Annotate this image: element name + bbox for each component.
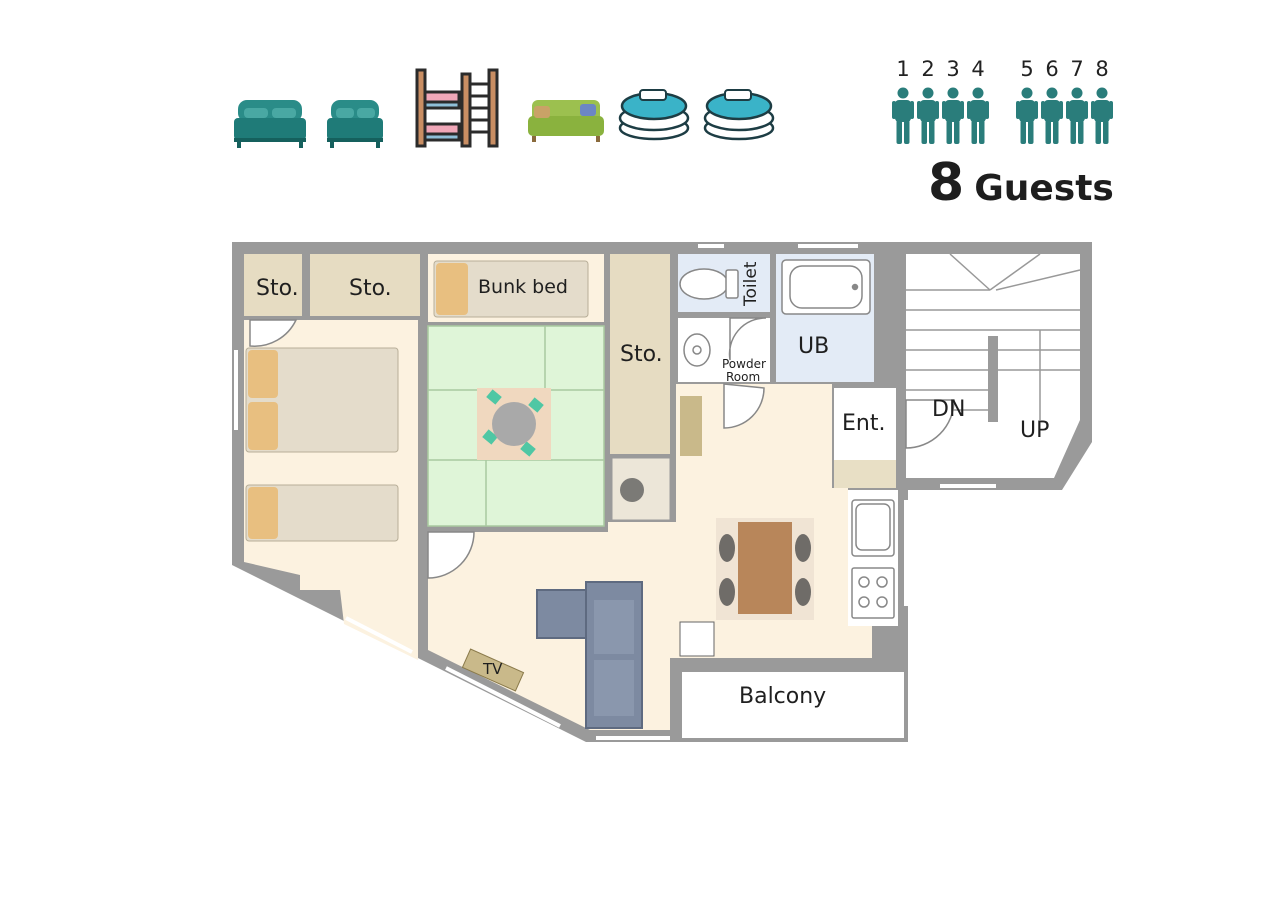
- guest-count: 8: [928, 153, 965, 213]
- guest-number: 1: [896, 57, 910, 81]
- storage-label: Sto.: [620, 342, 663, 367]
- amenities-icons: [234, 68, 775, 148]
- person-icon: [917, 87, 939, 144]
- toilet-fixture: [679, 268, 739, 300]
- stairs-up-label: UP: [1020, 418, 1050, 443]
- stairs-down-label: DN: [932, 397, 966, 422]
- guest-number: 2: [921, 57, 935, 81]
- bathtub: [781, 259, 871, 315]
- guest-number: 6: [1045, 57, 1059, 81]
- single-bed: [245, 484, 399, 542]
- dining-table-set: [716, 518, 814, 620]
- bunk-bed: [433, 260, 589, 318]
- chair: [620, 478, 644, 502]
- tv-label: TV: [483, 660, 503, 678]
- double-bed-icon: [327, 100, 383, 148]
- storage-3-floor: [610, 254, 670, 454]
- refrigerator: [679, 621, 715, 657]
- kitchen-counter: [851, 499, 895, 619]
- storage-1-floor: [244, 254, 302, 316]
- guest-number: 3: [946, 57, 960, 81]
- person-icon: [1041, 87, 1063, 144]
- single-bed: [245, 347, 399, 453]
- sofa-bed-icon: [528, 100, 604, 142]
- person-icon: [1066, 87, 1088, 144]
- futon-icon: [618, 89, 690, 141]
- l-sofa: [536, 581, 643, 729]
- person-icon: [1016, 87, 1038, 144]
- wash-basin: [683, 333, 711, 367]
- person-icon: [967, 87, 989, 144]
- double-bed-icon: [234, 100, 306, 148]
- balcony-floor: [678, 668, 908, 742]
- wardrobe-block: [680, 396, 702, 456]
- person-icon: [892, 87, 914, 144]
- person-icon: [1091, 87, 1113, 144]
- guest-label: Guests: [974, 168, 1114, 209]
- guest-number: 5: [1020, 57, 1034, 81]
- guest-number: 8: [1095, 57, 1109, 81]
- storage-2-floor: [310, 254, 420, 316]
- guest-number: 7: [1070, 57, 1084, 81]
- powder-room-label: Room: [726, 370, 761, 384]
- futon-icon: [703, 89, 775, 141]
- round-dining-set: [477, 388, 551, 460]
- tv-unit: [461, 648, 525, 692]
- unit-bath-label: UB: [798, 334, 830, 359]
- person-icon: [942, 87, 964, 144]
- storage-label: Sto.: [349, 276, 392, 301]
- windows: [234, 244, 996, 740]
- bunk-bed-label: Bunk bed: [478, 276, 568, 298]
- balcony-label: Balcony: [739, 684, 827, 709]
- living-room-floor: [428, 384, 872, 730]
- entrance-floor: [834, 388, 896, 460]
- entrance-step: [834, 460, 896, 488]
- storage-label: Sto.: [256, 276, 299, 301]
- entrance-label: Ent.: [842, 411, 886, 436]
- bunk-bed-icon: [415, 68, 499, 148]
- toilet-label: Toilet: [741, 261, 761, 306]
- powder-room-label: Powder: [722, 357, 766, 371]
- guest-number: 4: [971, 57, 985, 81]
- doors: [249, 317, 955, 579]
